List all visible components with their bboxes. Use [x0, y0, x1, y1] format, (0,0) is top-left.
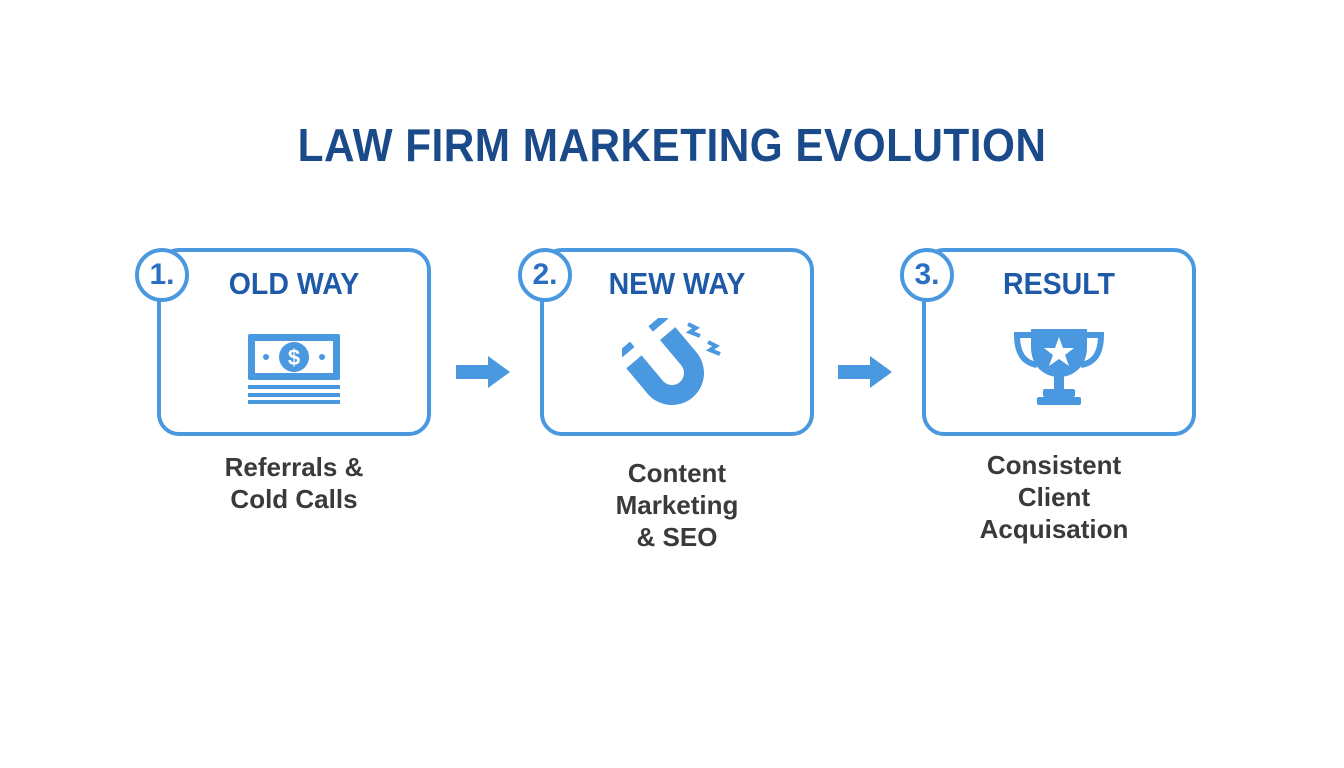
magnet-icon — [544, 318, 810, 418]
step-label: NEW WAY — [608, 266, 746, 301]
step-number-badge: 1. — [135, 248, 189, 302]
step-number-badge: 2. — [518, 248, 572, 302]
step-number-badge: 3. — [900, 248, 954, 302]
step-card-old-way: 1. OLD WAY $ — [135, 248, 431, 436]
diagram-title: LAW FIRM MARKETING EVOLUTION — [297, 119, 1047, 171]
step-caption: Content Marketing & SEO — [615, 458, 739, 552]
step-card-new-way: 2. NEW WAY — [518, 248, 814, 436]
svg-text:$: $ — [288, 345, 300, 370]
step-label: RESULT — [1003, 266, 1115, 301]
arrow-right-icon — [838, 356, 892, 388]
money-bill-icon: $ — [161, 318, 427, 418]
step-label: OLD WAY — [228, 266, 360, 301]
step-card-result: 3. RESULT — [900, 248, 1196, 436]
step-caption: Consistent Client Acquisation — [979, 450, 1129, 544]
arrow-right-icon — [456, 356, 510, 388]
trophy-icon — [926, 318, 1192, 418]
step-caption: Referrals & Cold Calls — [224, 452, 364, 514]
